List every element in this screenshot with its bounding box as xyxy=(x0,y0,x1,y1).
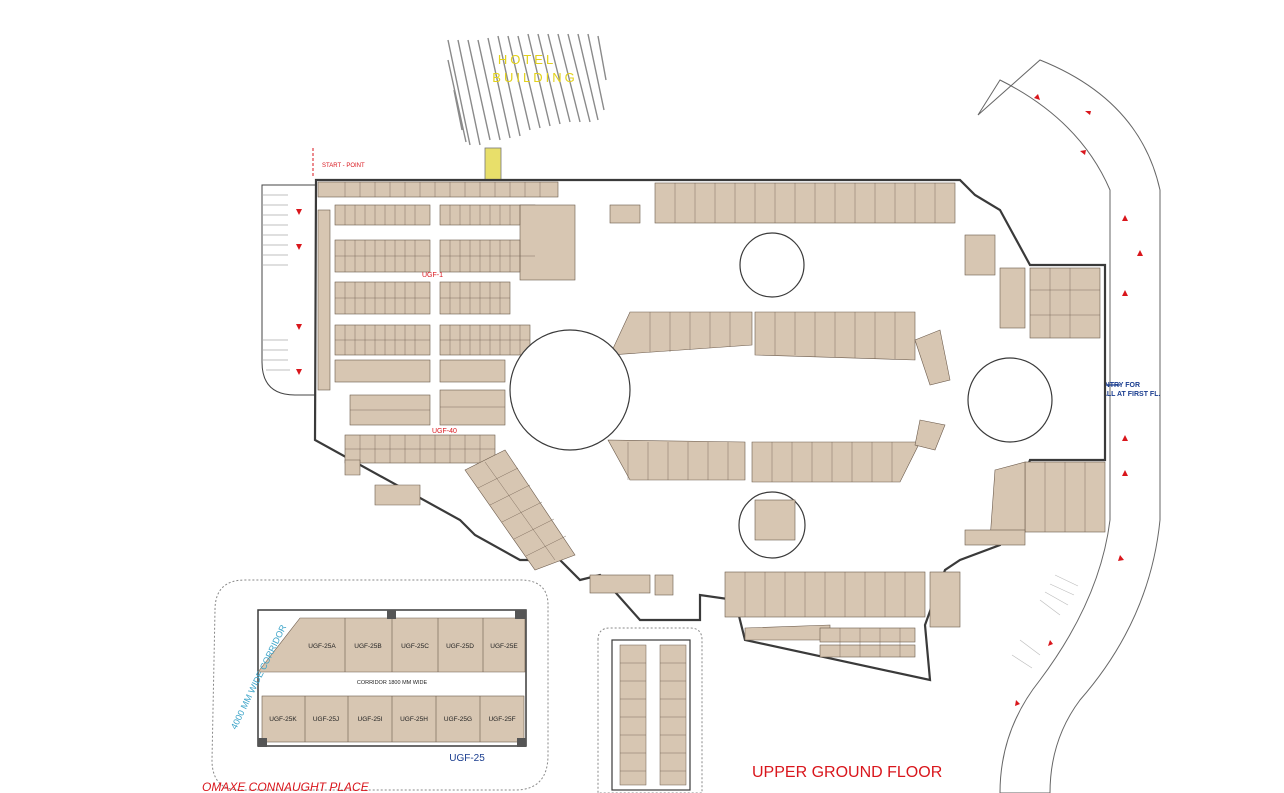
inset-shop-25d: UGF-25D xyxy=(446,643,474,650)
inset-shop-25f: UGF-25F xyxy=(488,716,515,723)
inset-shop-25e: UGF-25E xyxy=(490,643,518,650)
right-road: ENTRY FOR MALL AT FIRST FL. xyxy=(977,59,1161,793)
right-wing-dividers xyxy=(1044,462,1086,532)
start-point-label: START - POINT xyxy=(322,163,365,169)
left-wing-dividers xyxy=(335,182,541,463)
inset-shop-25k: UGF-25K xyxy=(269,716,297,723)
inset-shop-25g: UGF-25G xyxy=(444,716,472,723)
top-row-dividers xyxy=(674,183,1100,338)
mall-outline xyxy=(313,178,1107,682)
inset-corridor-label: CORRIDOR 1800 MM WIDE xyxy=(357,680,428,686)
inset-shop-25c: UGF-25C xyxy=(401,643,429,650)
right-wing-shops xyxy=(964,461,1106,546)
inset-shop-25b: UGF-25B xyxy=(354,643,381,650)
escalator-lower xyxy=(754,499,796,541)
inset-ugf25: UGF-25A UGF-25B UGF-25C UGF-25D UGF-25E … xyxy=(211,579,549,791)
hotel-label-line1: HOTEL xyxy=(498,52,556,67)
bottom-row-dividers xyxy=(744,572,906,657)
lower-left-diagonal-shops xyxy=(344,449,576,571)
lower-strip xyxy=(597,627,703,793)
hotel-building: HOTEL BUILDING xyxy=(447,33,607,181)
ugf40-label: UGF-40 xyxy=(432,428,457,435)
lower-left-dividers xyxy=(477,461,567,561)
inset-shop-25a: UGF-25A xyxy=(308,643,336,650)
inset-shop-25j: UGF-25J xyxy=(313,716,339,723)
inset-shop-25i: UGF-25I xyxy=(358,716,383,723)
inset-shop-25h: UGF-25H xyxy=(400,716,428,723)
project-title: OMAXE CONNAUGHT PLACE xyxy=(202,780,370,793)
top-row-shops xyxy=(609,182,1101,339)
entry-label-line2: MALL AT FIRST FL. xyxy=(1096,391,1160,398)
hotel-link-bridge xyxy=(484,147,502,181)
entry-label-line1: ENTRY FOR xyxy=(1100,382,1140,389)
hotel-label-line2: BUILDING xyxy=(492,70,577,85)
atriums xyxy=(509,232,1053,559)
floor-title: UPPER GROUND FLOOR xyxy=(752,764,942,781)
ugf1-label: UGF-1 xyxy=(422,272,443,279)
start-point: START - POINT xyxy=(312,148,365,178)
central-island-dividers xyxy=(627,312,896,482)
inset-ugf25-label: UGF-25 xyxy=(449,753,485,764)
left-ramp xyxy=(261,184,319,396)
